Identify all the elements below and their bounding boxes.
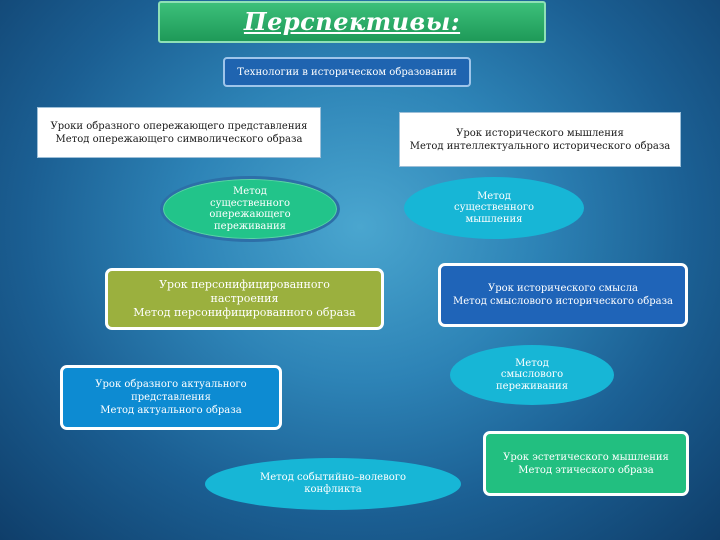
event-volitional-line2: конфликта: [304, 484, 362, 495]
essential-anticipating-ellipse: Метод существенного опережающего пережив…: [160, 176, 340, 242]
personified-line2: настроения: [210, 291, 279, 305]
essential-anticipating-line1: Метод: [233, 186, 267, 197]
figurative-anticipating-box: Уроки образного опережающего представлен…: [37, 107, 321, 158]
historical-meaning-line1: Урок исторического смысла: [487, 283, 639, 294]
technologies-text: Технологии в историческом образовании: [237, 66, 457, 78]
meaning-experience-ellipse: Метод смыслового переживания: [450, 345, 614, 405]
historical-meaning-line2: Метод смыслового исторического образа: [453, 296, 673, 307]
page-title-text: Перспективы:: [243, 7, 461, 37]
aesthetic-line1: Урок эстетического мышления: [503, 451, 669, 463]
essential-thinking-ellipse: Метод существенного мышления: [404, 177, 584, 239]
figurative-actual-line2: представления: [131, 392, 211, 403]
event-volitional-line1: Метод событийно–волевого: [259, 472, 407, 483]
essential-thinking-line3: мышления: [465, 213, 523, 225]
personified-line1: Урок персонифицированного: [159, 277, 330, 291]
historical-meaning-box: Урок исторического смысла Метод смыслово…: [438, 263, 688, 327]
technologies-box: Технологии в историческом образовании: [223, 57, 471, 87]
event-volitional-ellipse: Метод событийно–волевого конфликта: [205, 458, 461, 510]
essential-anticipating-line3: опережающего: [209, 209, 291, 220]
meaning-experience-line2: смыслового: [500, 369, 564, 381]
figurative-actual-line1: Урок образного актуального: [95, 379, 247, 390]
figurative-anticipating-line2: Метод опережающего символического образа: [55, 133, 303, 145]
historical-thinking-line1: Урок исторического мышления: [456, 127, 624, 139]
essential-thinking-line1: Метод: [477, 190, 511, 202]
essential-anticipating-line4: переживания: [213, 220, 286, 232]
historical-thinking-box: Урок исторического мышления Метод интелл…: [399, 112, 681, 167]
figurative-anticipating-line1: Уроки образного опережающего представлен…: [50, 120, 308, 132]
aesthetic-thinking-box: Урок эстетического мышления Метод этичес…: [483, 431, 689, 496]
essential-thinking-line2: существенного: [454, 202, 534, 214]
figurative-actual-box: Урок образного актуального представления…: [60, 365, 282, 430]
meaning-experience-line3: переживания: [496, 380, 568, 392]
meaning-experience-line1: Метод: [515, 357, 549, 369]
essential-anticipating-line2: существенного: [209, 197, 290, 209]
figurative-actual-line3: Метод актуального образа: [100, 405, 242, 416]
aesthetic-line2: Метод этического образа: [518, 464, 654, 476]
personified-mood-box: Урок персонифицированного настроения Мет…: [105, 268, 384, 330]
personified-line3: Метод персонифицированного образа: [133, 306, 356, 320]
page-title: Перспективы:: [158, 1, 546, 43]
historical-thinking-line2: Метод интеллектуального исторического об…: [409, 140, 671, 152]
